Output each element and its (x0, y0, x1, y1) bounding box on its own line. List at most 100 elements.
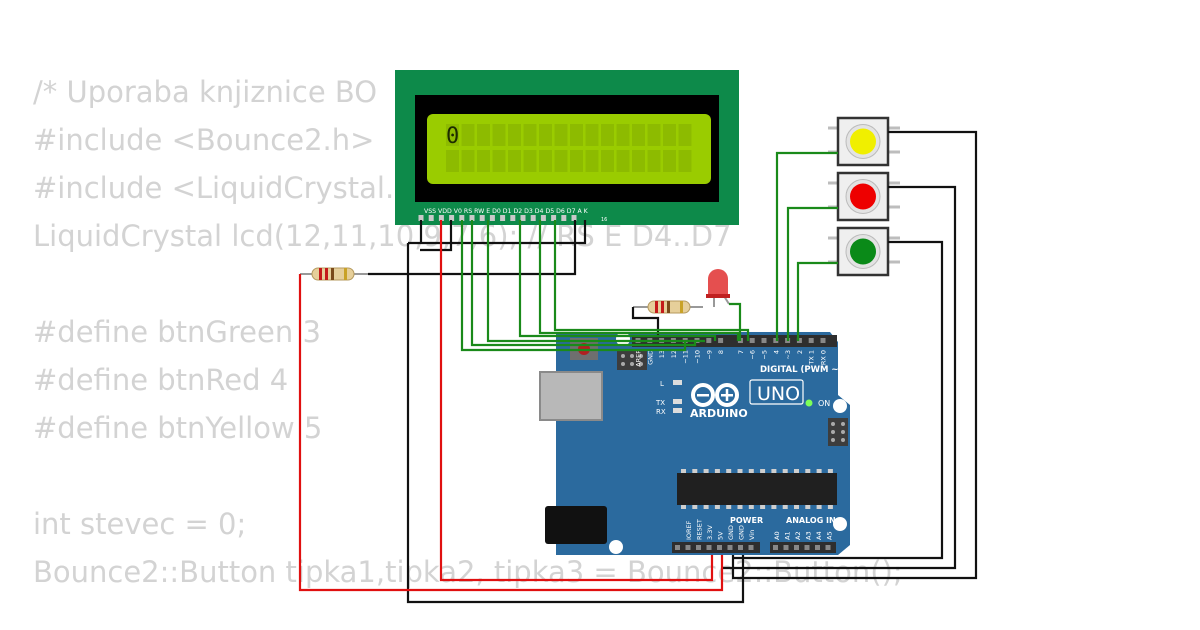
analog-pin-label: A3 (805, 531, 813, 540)
wire-lcd-d7 (553, 220, 750, 341)
lcd-cell (554, 124, 568, 146)
power-pin-label: IOREF (685, 520, 693, 540)
lcd-cell (446, 150, 459, 172)
code-line: #define btnYellow 5 (33, 411, 323, 445)
wire-5v-lcd (439, 220, 714, 582)
analog-pin-hole (794, 545, 799, 550)
analog-pin-hole (825, 545, 831, 550)
push-button-cap (850, 128, 876, 155)
power-pin-hole (727, 545, 733, 550)
red-led[interactable] (706, 269, 730, 307)
analog-pin-label: A5 (826, 531, 834, 540)
wire-lcd-d4 (486, 220, 705, 343)
rx-led (673, 408, 682, 413)
digital-pin-label: 12 (670, 350, 678, 358)
bottom-header-holes (675, 545, 831, 550)
lcd-cell (492, 150, 506, 172)
lcd-cell (570, 124, 583, 146)
lcd-module[interactable]: 0 VSS VDD V0 RS RW E D0 D1 D2 D3 D4 D5 D… (395, 70, 739, 225)
lcd-character-grid (446, 124, 692, 172)
resistor-lcd-backlight[interactable] (300, 267, 368, 281)
l-led (673, 380, 682, 385)
arduino-model: UNO (757, 383, 800, 405)
analog-pin-label: A4 (815, 531, 823, 540)
lcd-pin (428, 215, 434, 221)
lcd-cell (632, 150, 645, 172)
lcd-cell (585, 124, 599, 146)
push-button-green[interactable] (828, 226, 900, 277)
lcd-pin (469, 215, 475, 221)
digital-pin-label: 4 (772, 350, 780, 354)
digital-pin-hole (796, 338, 802, 343)
wire-lcd-rw (420, 220, 453, 252)
lcd-pin (510, 215, 516, 221)
power-pin-hole (696, 545, 701, 550)
push-buttons (828, 116, 900, 277)
lcd-cell (492, 124, 506, 146)
lcd-cell (616, 124, 630, 146)
lcd-pin (520, 215, 526, 221)
wire-btn-green (796, 261, 838, 341)
mount-hole (609, 540, 623, 554)
lcd-pin (459, 215, 465, 221)
lcd-pin (500, 215, 506, 221)
lcd-pin-labels: VSS VDD V0 RS RW E D0 D1 D2 D3 D4 D5 D6 … (424, 208, 589, 215)
digital-pin-label: RX 0 (820, 350, 828, 365)
lcd-pin (438, 215, 444, 221)
on-label: ON (818, 399, 830, 408)
code-background: /* Uporaba knjiznice BO#include <Bounce2… (33, 68, 903, 596)
wire-lcd-e (470, 220, 697, 347)
lcd-pin (479, 215, 485, 221)
arduino-brand: ARDUINO (690, 407, 748, 420)
push-button-red[interactable] (828, 171, 900, 222)
lcd-cell (508, 150, 521, 172)
lcd-cell (508, 124, 521, 146)
lcd-pin-last-label: 16 (601, 217, 607, 223)
power-pin-label: 5V (717, 531, 725, 540)
wire-btn-red (786, 206, 838, 341)
lcd-cell (601, 150, 614, 172)
resistor-led[interactable] (633, 300, 703, 314)
digital-pin-hole (749, 338, 755, 343)
lcd-cell (663, 124, 676, 146)
push-button-yellow[interactable] (828, 116, 900, 167)
code-line: int stevec = 0; (33, 507, 247, 541)
analog-pin-hole (773, 545, 778, 550)
uno-badge (749, 379, 804, 405)
wires (298, 130, 978, 604)
lcd-pin (571, 215, 577, 221)
lcd-pin (540, 215, 546, 221)
wire-lcd-d6 (538, 220, 740, 341)
power-pin-hole (738, 545, 743, 550)
power-pin-label: Vin (748, 530, 756, 540)
lcd-cell (539, 150, 552, 172)
l-led-label: L (660, 380, 664, 388)
icsp-header-right (828, 418, 848, 446)
power-jack (545, 506, 607, 544)
lcd-cell (647, 124, 661, 146)
lcd-pin (551, 215, 557, 221)
arduino-logo-icon (691, 383, 739, 407)
lcd-cell (446, 124, 459, 146)
analog-pin-label: A1 (784, 531, 792, 540)
wire-lcd-a-resistor (368, 220, 577, 276)
power-pin-hole (748, 545, 754, 550)
power-pin-hole (706, 545, 712, 550)
analog-pin-hole (815, 545, 820, 550)
lcd-cell (663, 150, 676, 172)
digital-pin-label: ~11 (682, 350, 690, 364)
digital-pin-hole (820, 338, 826, 343)
digital-pin-label: 7 (737, 350, 745, 354)
lcd-cell (539, 124, 552, 146)
analog-header (770, 542, 836, 553)
on-led (805, 399, 813, 407)
tx-led (673, 399, 682, 404)
icsp-header-top (617, 350, 647, 370)
code-line: #define btnGreen 3 (33, 315, 321, 349)
lcd-cell (647, 150, 661, 172)
digital-header-label: DIGITAL (PWM ~) (760, 365, 842, 375)
